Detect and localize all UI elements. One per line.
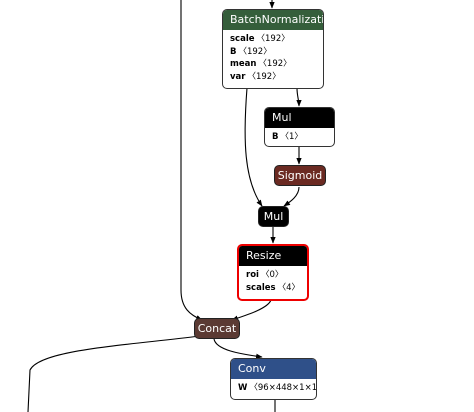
conv-node[interactable]: Conv W〈96×448×1×1〉 bbox=[230, 358, 317, 400]
resize-node[interactable]: Resize roi〈0〉 scales〈4〉 bbox=[237, 244, 309, 301]
edge-concat-conv bbox=[213, 338, 263, 359]
node-attributes: scale〈192〉 B〈192〉 mean〈192〉 var〈192〉 bbox=[223, 30, 323, 85]
edge-sigmoid-mul2 bbox=[283, 186, 300, 207]
edge-batchnorm-mul2 bbox=[244, 87, 263, 207]
edge-batchnorm-mul1 bbox=[296, 87, 302, 107]
node-attributes: roi〈0〉 scales〈4〉 bbox=[239, 266, 307, 296]
attr-scale: scale〈192〉 bbox=[230, 34, 290, 44]
edge-skip-concat bbox=[180, 0, 203, 321]
node-header: Resize bbox=[239, 246, 307, 266]
node-header: Conv bbox=[231, 359, 316, 379]
node-attributes: B〈1〉 bbox=[265, 128, 334, 146]
concat-node[interactable]: Concat bbox=[194, 318, 240, 339]
attr-mean: mean〈192〉 bbox=[230, 59, 292, 69]
attr-w: W〈96×448×1×1〉 bbox=[238, 383, 317, 393]
sigmoid-node[interactable]: Sigmoid bbox=[274, 165, 326, 186]
edge-resize-concat bbox=[231, 299, 272, 321]
mul-node-2[interactable]: Mul bbox=[258, 206, 289, 227]
node-attributes: W〈96×448×1×1〉 bbox=[231, 379, 316, 397]
edge-concat-down bbox=[27, 335, 201, 412]
mul-node-1[interactable]: Mul B〈1〉 bbox=[264, 107, 335, 147]
node-header: BatchNormalization bbox=[223, 10, 323, 30]
attr-var: var〈192〉 bbox=[230, 71, 281, 82]
attr-b: B〈192〉 bbox=[230, 46, 272, 57]
batchnormalization-node[interactable]: BatchNormalization scale〈192〉 B〈192〉 mea… bbox=[222, 9, 324, 89]
attr-scales: scales〈4〉 bbox=[246, 282, 300, 293]
node-header: Mul bbox=[265, 108, 334, 128]
attr-roi: roi〈0〉 bbox=[246, 270, 284, 280]
attr-b: B〈1〉 bbox=[272, 132, 303, 142]
